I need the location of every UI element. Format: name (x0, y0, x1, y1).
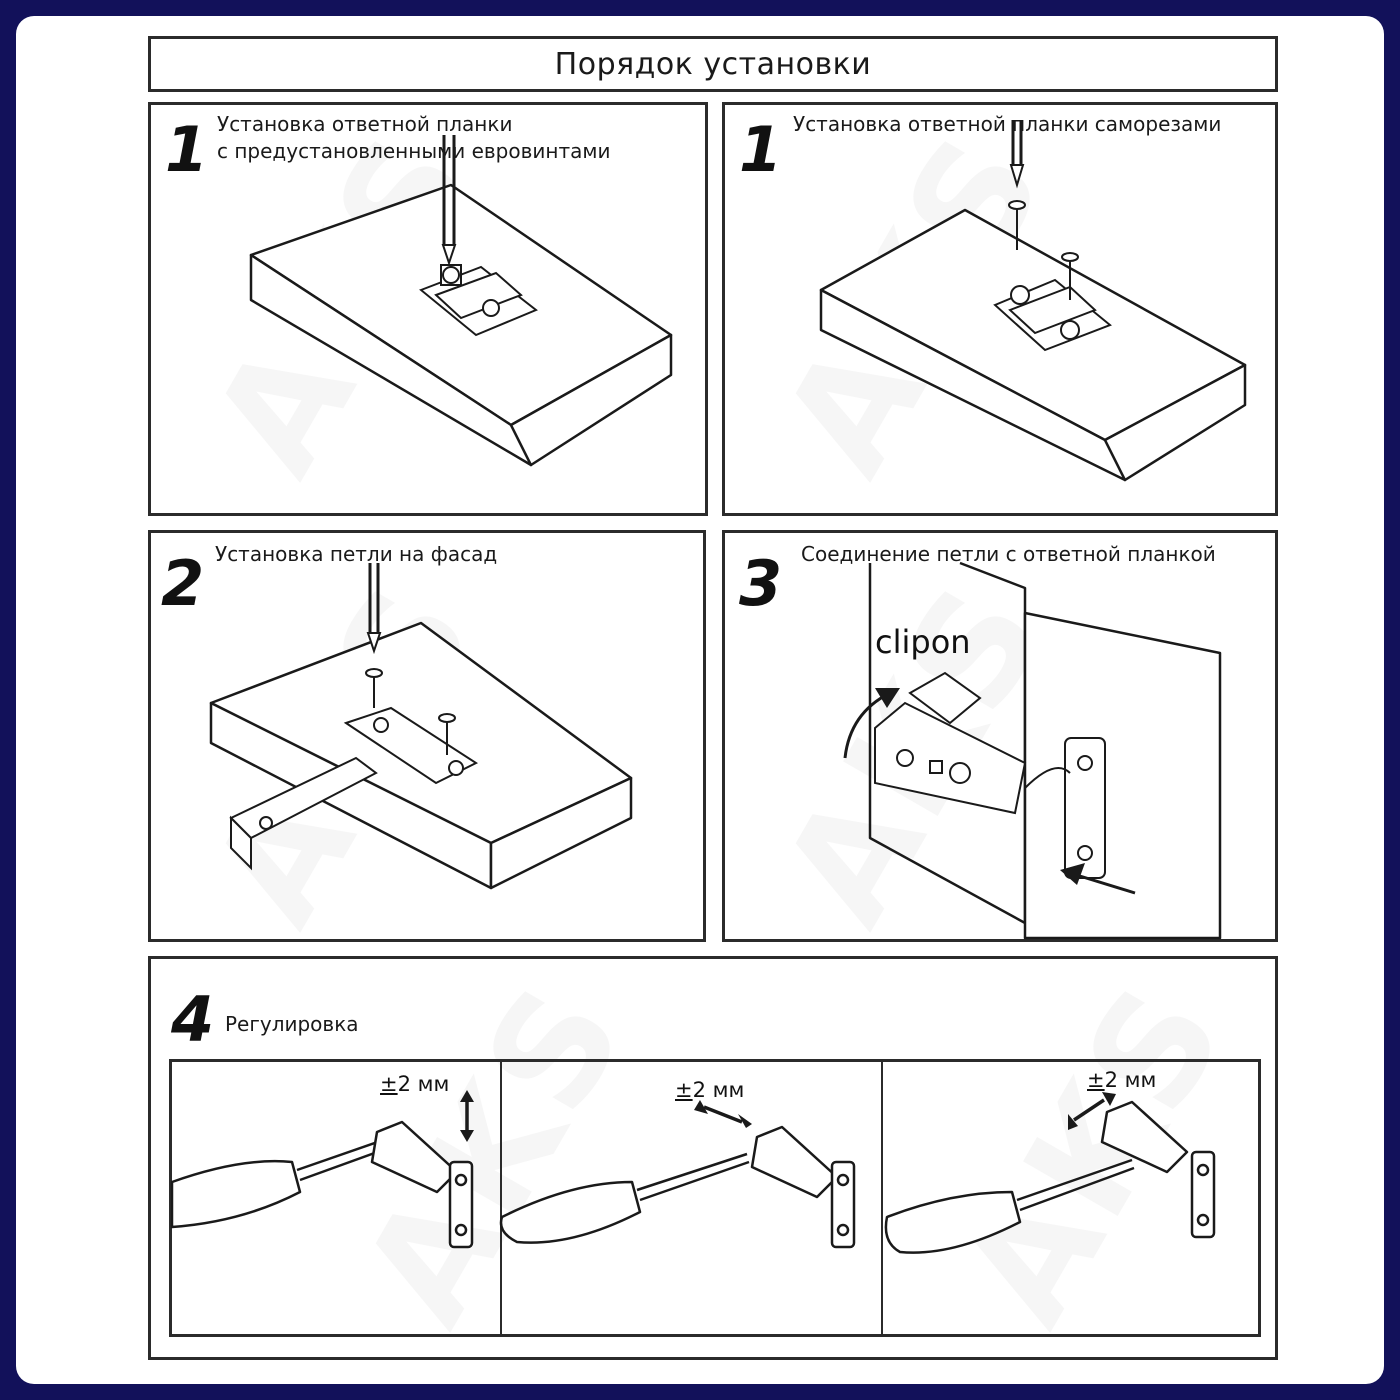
step-number: 4 (171, 983, 215, 1056)
mounting-plate-eurosrew-illustration (249, 135, 673, 467)
step-number: 2 (161, 547, 205, 620)
adjustment-illustrations (170, 1090, 1216, 1254)
height-adjust-label: ±2 мм (380, 1072, 450, 1096)
step-number: 3 (739, 547, 783, 620)
step-caption-line: Установка петли на фасад (215, 542, 498, 566)
step-panel-3: 3 Соединение петли с ответной планкой cl… (722, 530, 1278, 942)
step-caption-line: с предустановленными евровинтами (217, 139, 611, 163)
adjustment-strip: ±2 мм ±2 мм ±2 мм (169, 1059, 1261, 1337)
step-caption: Установка ответной планки саморезами (793, 111, 1221, 138)
step-panel-1b: 1 Установка ответной планки саморезами (722, 102, 1278, 516)
step-caption: Установка ответной планки с предустановл… (217, 111, 610, 165)
divider (500, 1062, 502, 1334)
step-panel-2: 2 Установка петли на фасад (148, 530, 706, 942)
step-number: 1 (165, 113, 209, 186)
hinge-to-front-illustration (209, 563, 633, 890)
side-adjust-label: ±2 мм (1087, 1068, 1157, 1092)
hinge-clip-connection-illustration (843, 561, 1222, 940)
step-caption: Соединение петли с ответной планкой (801, 541, 1216, 568)
step-number: 1 (739, 113, 783, 186)
step-caption: Регулировка (225, 1011, 359, 1038)
clipon-label: clipon (875, 623, 971, 661)
page-title: Порядок установки (554, 47, 872, 82)
mounting-plate-screws-illustration (819, 120, 1247, 482)
step-caption-line: Установка ответной планки саморезами (793, 112, 1222, 136)
instruction-sheet: AKS AKS AKS AKS AKS AKS Порядок установк… (16, 16, 1384, 1384)
step-caption-line: Соединение петли с ответной планкой (801, 542, 1216, 566)
title-box: Порядок установки (148, 36, 1278, 92)
step-caption: Установка петли на фасад (215, 541, 497, 568)
step-panel-1a: 1 Установка ответной планки с предустано… (148, 102, 708, 516)
depth-adjust-label: ±2 мм (675, 1078, 745, 1102)
step-panel-4: 4 Регулировка ±2 мм ±2 мм ±2 мм (148, 956, 1278, 1360)
step-caption-line: Установка ответной планки (217, 112, 513, 136)
divider (881, 1062, 883, 1334)
step-caption-line: Регулировка (225, 1012, 359, 1036)
